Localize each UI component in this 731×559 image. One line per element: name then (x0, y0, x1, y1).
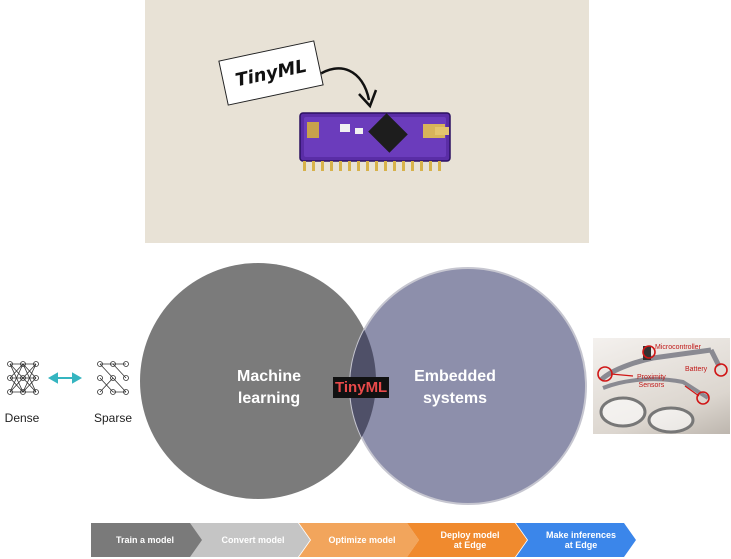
proximity-sensors-label: Proximity Sensors (637, 374, 666, 389)
microcontroller-label: Microcontroller (655, 344, 701, 351)
battery-label: Battery (685, 366, 708, 373)
pipeline-chevron (407, 523, 527, 557)
sparse-network-icon (97, 361, 129, 395)
pipeline-chevron (299, 523, 419, 557)
step-make-inferences: Make inferences at Edge (545, 530, 617, 550)
networks-graphic (7, 361, 129, 395)
microcontroller-board-icon (299, 112, 451, 171)
sparse-label: Sparse (93, 411, 133, 425)
pipeline-chevron (516, 523, 636, 557)
step-train-model: Train a model (115, 535, 175, 545)
step-optimize-model: Optimize model (328, 535, 396, 545)
dense-network-icon (7, 361, 39, 395)
hero-illustration (145, 0, 589, 243)
embedded-systems-label: Embedded systems (414, 368, 496, 407)
pipeline-chevron (91, 523, 211, 557)
pipeline-chevron (190, 523, 310, 557)
curved-arrow-icon (316, 67, 371, 101)
glasses-icon (597, 345, 728, 434)
tinyml-overlap-label: TinyML (333, 377, 390, 398)
board-graphic (299, 67, 451, 171)
machine-learning-circle (140, 263, 376, 499)
dense-label: Dense (4, 411, 40, 425)
double-arrow-icon (47, 372, 83, 384)
step-convert-model: Convert model (221, 535, 285, 545)
smart-glasses-photo: Microcontroller Battery Proximity Sensor… (593, 338, 730, 434)
machine-learning-label: Machine learning (236, 368, 301, 407)
step-deploy-model: Deploy model at Edge (440, 530, 500, 550)
